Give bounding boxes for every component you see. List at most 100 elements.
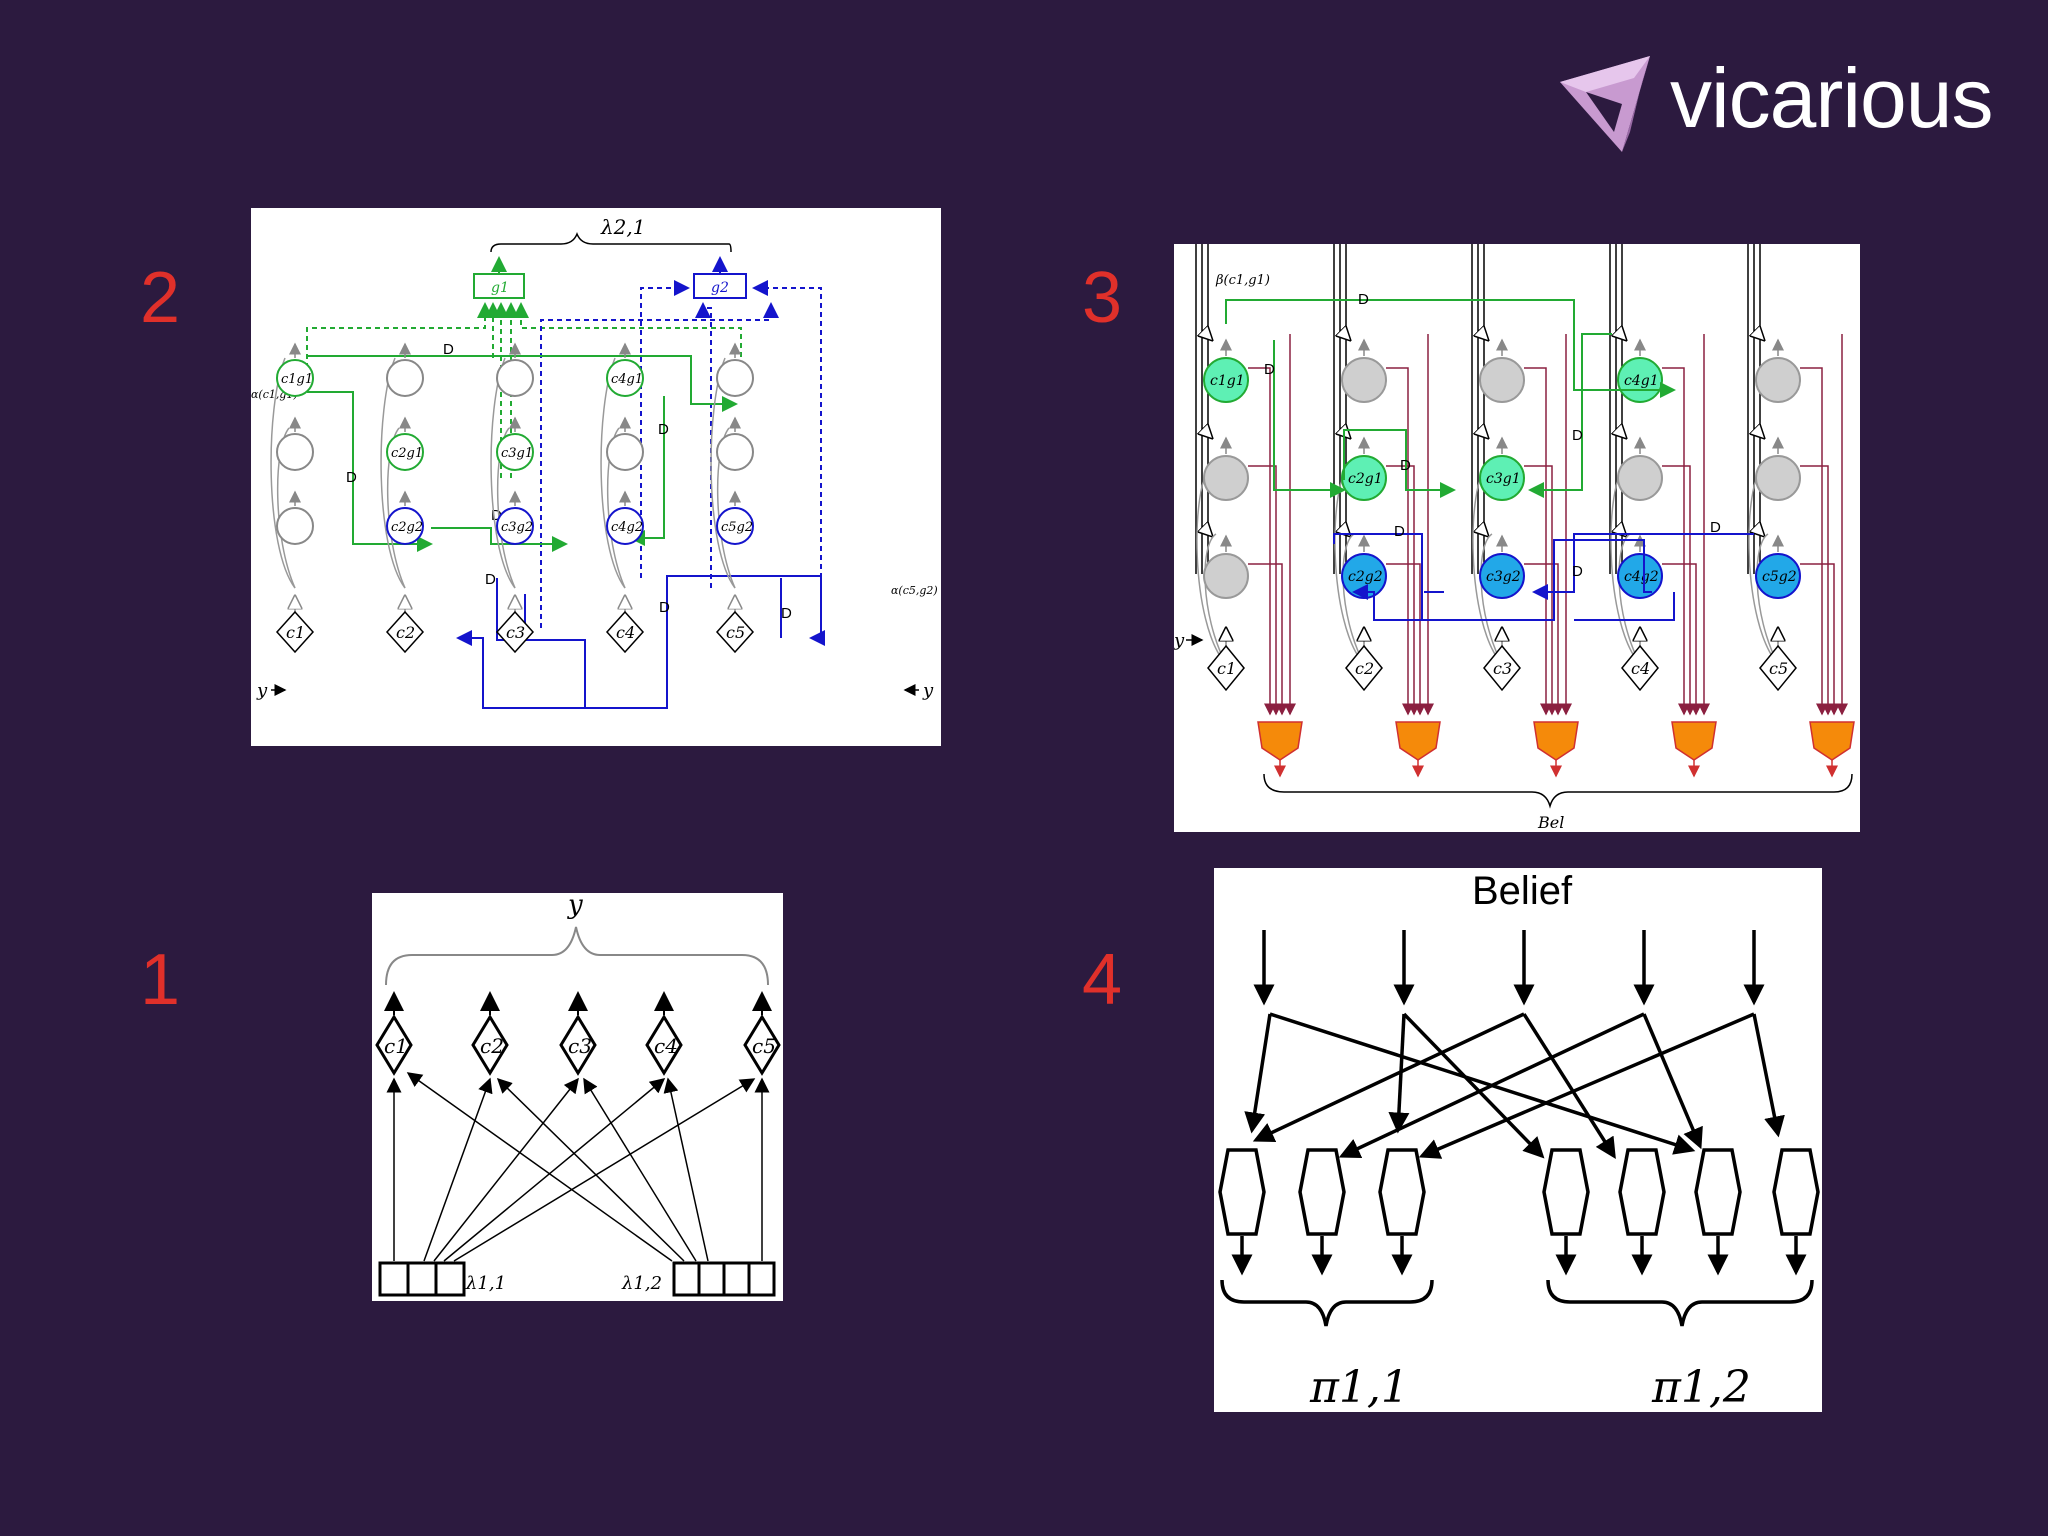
c-diamond-node bbox=[385, 610, 425, 654]
pi-1-1-label: π1,1 bbox=[1309, 1362, 1409, 1412]
vicarious-logo-icon bbox=[1560, 56, 1650, 152]
factor-node bbox=[1755, 455, 1801, 501]
factor-node bbox=[276, 359, 314, 397]
d-label: D bbox=[1264, 361, 1275, 378]
d-label: D bbox=[346, 469, 357, 486]
alpha-c5-g2-label: α(c5,g2) bbox=[891, 584, 938, 597]
d-label: D bbox=[781, 605, 792, 622]
c-diamond-label: c5 bbox=[1769, 659, 1788, 678]
factor-node bbox=[386, 507, 424, 545]
factor-node-label: c4g1 bbox=[1624, 373, 1659, 389]
c-diamond-node bbox=[275, 610, 315, 654]
y-label-left: y bbox=[256, 680, 268, 701]
c-diamond-label: c2 bbox=[396, 623, 415, 642]
factor-node-label: c3g2 bbox=[501, 520, 533, 535]
d-label: D bbox=[1358, 291, 1369, 308]
c-diamond-label: c4 bbox=[1631, 659, 1650, 678]
factor-node bbox=[496, 359, 534, 397]
c-diamond-node bbox=[1345, 644, 1383, 692]
belief-pentagon-node bbox=[1671, 721, 1717, 761]
factor-node-label: c2g2 bbox=[1348, 569, 1383, 585]
factor-node bbox=[1479, 455, 1525, 501]
d-label: D bbox=[485, 571, 496, 588]
c-diamond-node bbox=[1483, 644, 1521, 692]
panel-3-svg: β(c1,g1) c1g1c1c2g1c2g2c2c3g1c3g2c3c4g1c… bbox=[1174, 244, 1855, 832]
c-diamond-label: c1 bbox=[384, 1034, 408, 1058]
lambda-1-1-label: λ1,1 bbox=[465, 1273, 506, 1294]
c-diamond-label: c1 bbox=[286, 623, 305, 642]
c-diamond-label: c5 bbox=[752, 1034, 776, 1058]
factor-node-label: c4g1 bbox=[611, 372, 643, 387]
c-diamond-label: c2 bbox=[1355, 659, 1374, 678]
factor-node bbox=[276, 507, 314, 545]
beta-c1-g1-label: β(c1,g1) bbox=[1215, 273, 1270, 288]
lambda-2-1-label: λ2,1 bbox=[600, 215, 645, 239]
lambda-1-2-register bbox=[672, 1261, 776, 1297]
lambda-1-1-register bbox=[378, 1261, 466, 1297]
brand: vicarious bbox=[1552, 52, 1993, 162]
belief-pentagon-node bbox=[1533, 721, 1579, 761]
factor-node-label: c1g1 bbox=[1210, 373, 1245, 389]
factor-node-label: c5g2 bbox=[721, 520, 753, 535]
factor-node bbox=[1617, 553, 1663, 599]
c-diamond-node bbox=[1759, 644, 1797, 692]
c-diamond-label: c3 bbox=[506, 623, 525, 642]
factor-node-label: c2g1 bbox=[1348, 471, 1383, 487]
factor-node bbox=[1203, 553, 1249, 599]
d-label: D bbox=[491, 507, 502, 524]
panel-number-3: 3 bbox=[1082, 258, 1123, 338]
c-diamond-node bbox=[375, 1014, 413, 1076]
d-label: D bbox=[1572, 563, 1583, 580]
factor-node bbox=[1479, 553, 1525, 599]
c-diamond-node bbox=[645, 1014, 683, 1076]
factor-node-label: c4g2 bbox=[1624, 569, 1659, 585]
c-diamond-node bbox=[471, 1014, 509, 1076]
policy-hexagon-node bbox=[1772, 1148, 1820, 1236]
panel-number-2: 2 bbox=[140, 258, 181, 338]
factor-node bbox=[1755, 357, 1801, 403]
policy-hexagon-node bbox=[1298, 1148, 1346, 1236]
d-label: D bbox=[1394, 523, 1405, 540]
factor-node bbox=[276, 433, 314, 471]
y-label-right: y bbox=[922, 680, 934, 701]
factor-node bbox=[716, 359, 754, 397]
c-diamond-label: c4 bbox=[654, 1034, 678, 1058]
panel-2-svg: λ2,1 g1 g2 bbox=[251, 215, 938, 709]
pi-1-2-label: π1,2 bbox=[1651, 1362, 1751, 1412]
panel-4-svg: Belief π1,1 π1,2 bbox=[1218, 869, 1820, 1412]
factor-node bbox=[1479, 357, 1525, 403]
lambda-1-2-label: λ1,2 bbox=[621, 1273, 662, 1294]
factor-node-label: c3g1 bbox=[1486, 471, 1521, 487]
factor-node bbox=[496, 433, 534, 471]
d-label: D bbox=[443, 341, 454, 358]
policy-hexagon-node bbox=[1542, 1148, 1590, 1236]
factor-node bbox=[1341, 357, 1387, 403]
svg-text:λ2,1: λ2,1 bbox=[600, 215, 645, 239]
brand-name: vicarious bbox=[1670, 51, 1993, 145]
y-label: y bbox=[1174, 630, 1185, 651]
factor-node bbox=[1755, 553, 1801, 599]
c-diamond-node bbox=[495, 610, 535, 654]
factor-node-label: c2g2 bbox=[391, 520, 423, 535]
c-diamond-label: c3 bbox=[568, 1034, 592, 1058]
c-diamond-node bbox=[1621, 644, 1659, 692]
factor-node bbox=[606, 359, 644, 397]
c-diamond-label: c2 bbox=[480, 1034, 504, 1058]
c-diamond-label: c5 bbox=[726, 623, 745, 642]
factor-node bbox=[386, 433, 424, 471]
policy-hexagon-node bbox=[1218, 1148, 1266, 1236]
policy-hexagon-node bbox=[1378, 1148, 1426, 1236]
panel-number-4: 4 bbox=[1082, 940, 1123, 1020]
g1-label: g1 bbox=[491, 280, 509, 296]
g2-label: g2 bbox=[711, 280, 729, 296]
d-label: D bbox=[659, 599, 670, 616]
c-diamond-label: c3 bbox=[1493, 659, 1512, 678]
factor-node-label: c3g2 bbox=[1486, 569, 1521, 585]
d-label: D bbox=[1400, 457, 1411, 474]
panel-number-1: 1 bbox=[140, 940, 181, 1020]
c-diamond-node bbox=[605, 610, 645, 654]
factor-node bbox=[1341, 455, 1387, 501]
factor-node-label: c2g1 bbox=[391, 446, 423, 461]
